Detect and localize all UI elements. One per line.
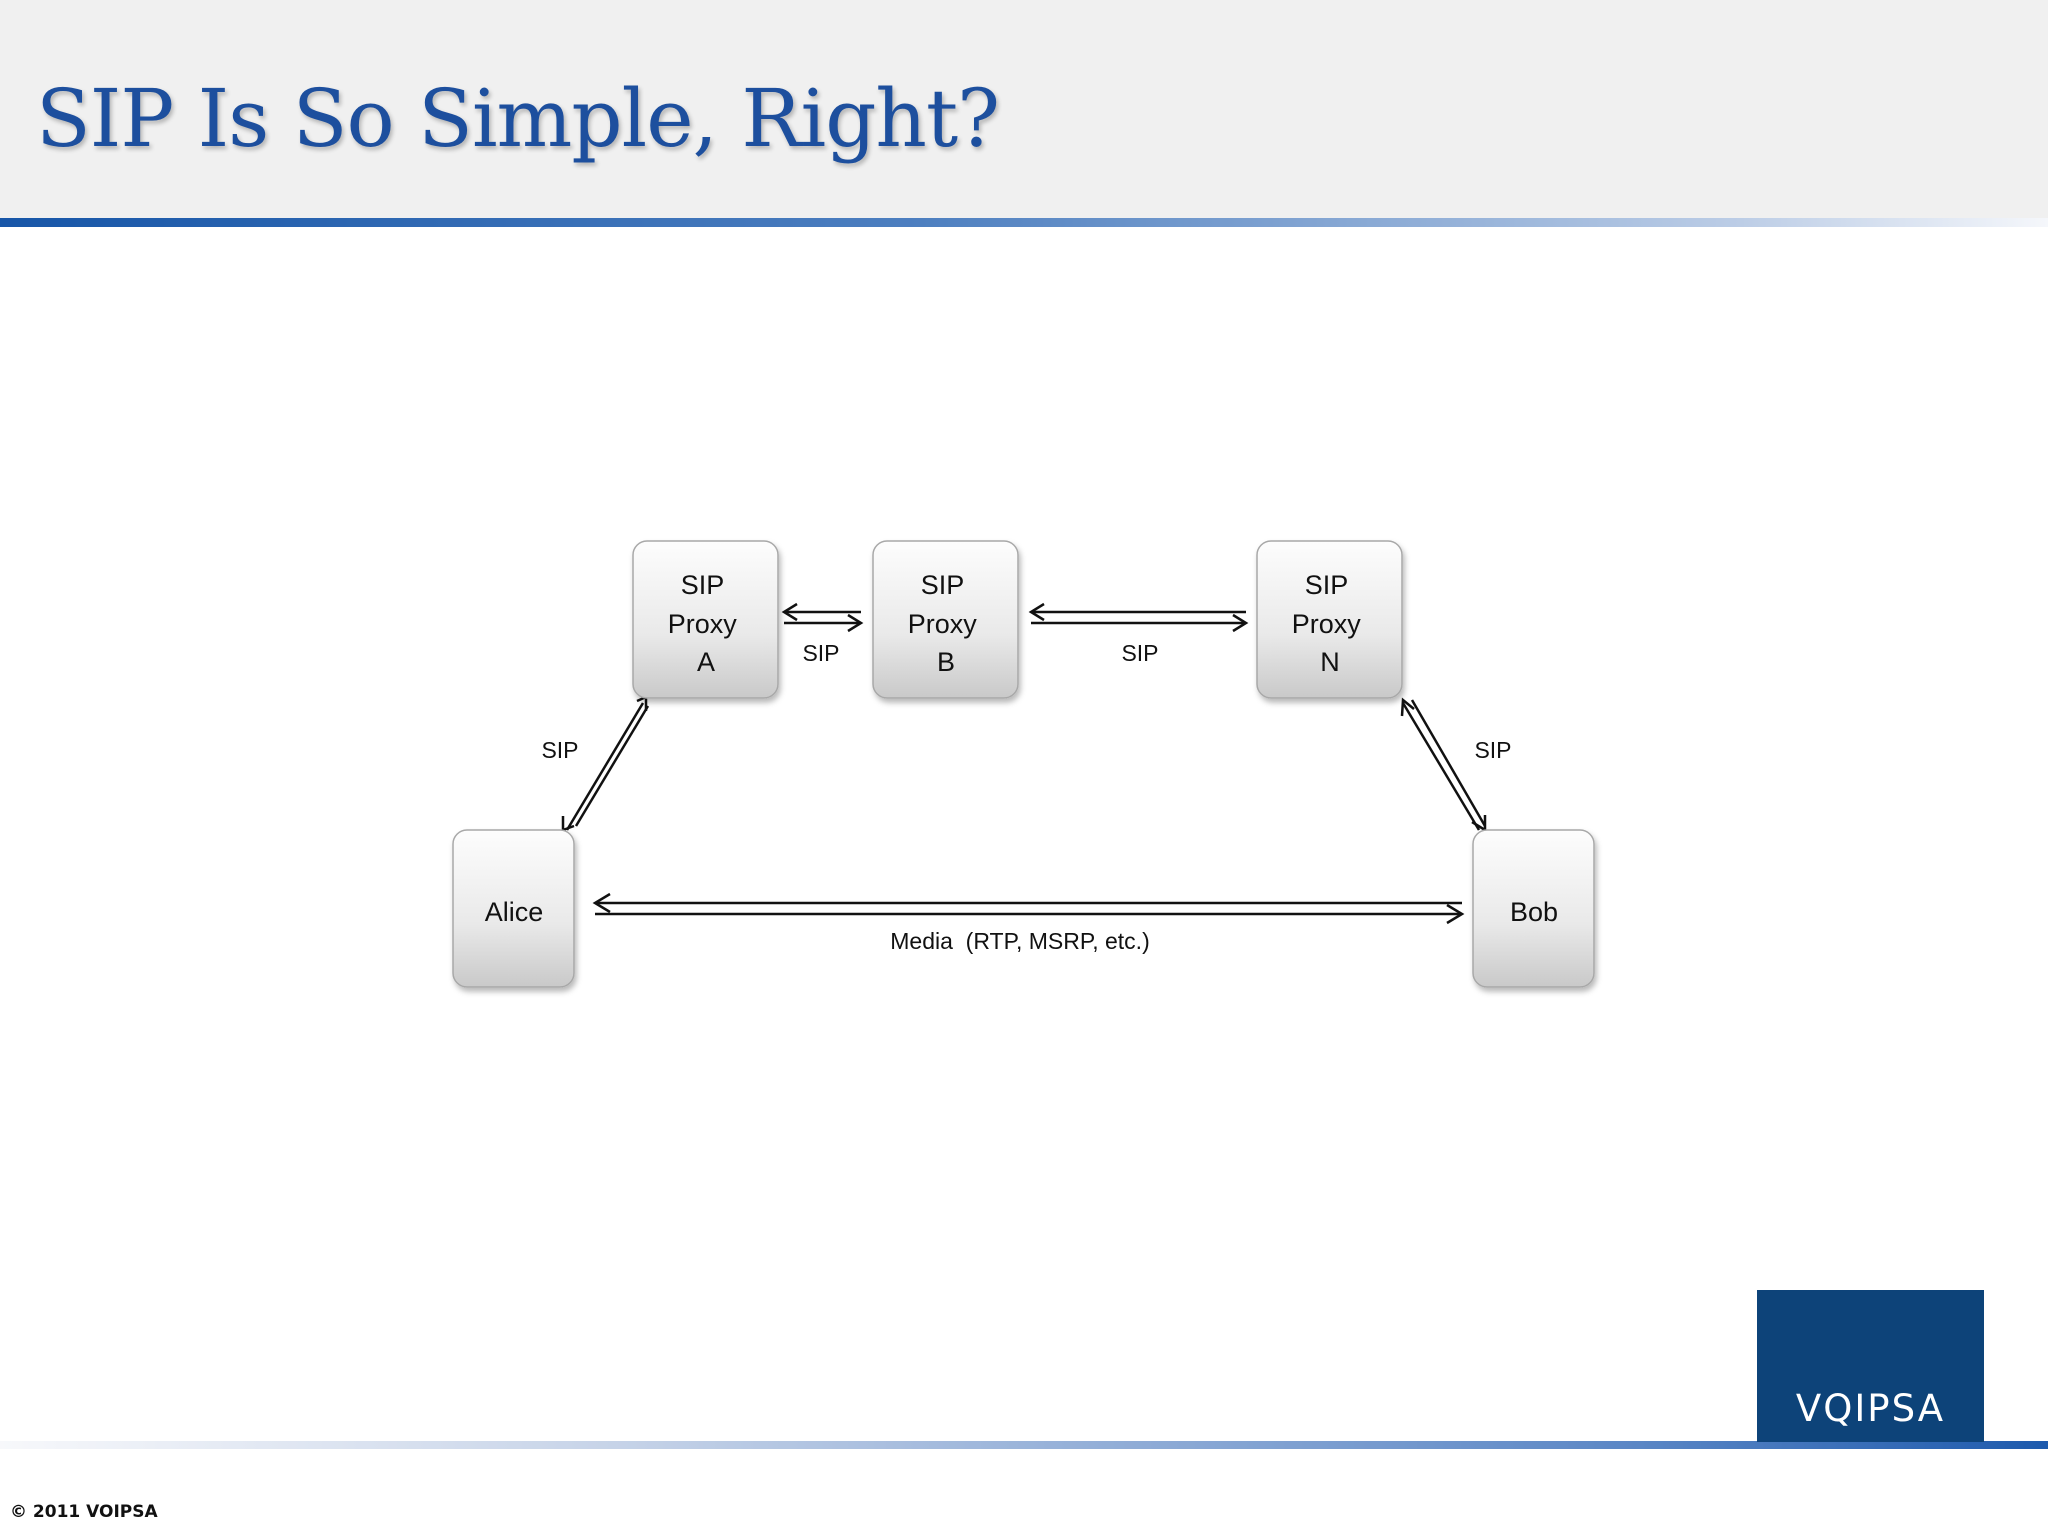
node-label-line: SIP bbox=[681, 570, 724, 600]
edge-label-alice-proxy-a: SIP bbox=[541, 737, 578, 763]
svg-text:SIP Proxy B: SIP Proxy B bbox=[908, 570, 985, 677]
edge-label-alice-bob-media: Media (RTP, MSRP, etc.) bbox=[890, 928, 1149, 954]
node-label-alice: Alice bbox=[485, 897, 544, 927]
node-sip-proxy-b: SIP Proxy B bbox=[872, 540, 1019, 699]
top-divider bbox=[0, 218, 2048, 227]
node-label-line: A bbox=[697, 647, 715, 677]
svg-text:SIP Proxy A: SIP Proxy A bbox=[668, 570, 745, 677]
node-label-line: N bbox=[1320, 647, 1340, 677]
node-label-line: SIP bbox=[1305, 570, 1348, 600]
copyright-notice: © 2011 VOIPSA bbox=[10, 1502, 158, 1522]
voipsa-logo: VQIPSA bbox=[1757, 1290, 1984, 1442]
bottom-divider bbox=[0, 1441, 2048, 1449]
edge-proxy-a-proxy-b bbox=[781, 602, 864, 633]
node-label-line: B bbox=[937, 647, 955, 677]
node-label-bob: Bob bbox=[1510, 897, 1558, 927]
edge-proxy-n-bob bbox=[1400, 697, 1487, 833]
node-label-line: Proxy bbox=[1292, 609, 1362, 639]
edge-proxy-b-proxy-n bbox=[1028, 602, 1249, 633]
edge-alice-proxy-a bbox=[561, 695, 650, 832]
node-label-line: Proxy bbox=[668, 609, 738, 639]
edge-label-proxy-n-bob: SIP bbox=[1474, 737, 1511, 763]
edge-label-proxy-b-proxy-n: SIP bbox=[1121, 640, 1158, 666]
node-bob: Bob bbox=[1472, 829, 1595, 988]
header-band: SIP Is So Simple, Right? bbox=[0, 0, 2048, 218]
node-label-line: Proxy bbox=[908, 609, 978, 639]
node-sip-proxy-n: SIP Proxy N bbox=[1256, 540, 1403, 699]
node-sip-proxy-a: SIP Proxy A bbox=[632, 540, 779, 699]
slide-title: SIP Is So Simple, Right? bbox=[36, 72, 1000, 165]
svg-text:SIP Proxy N: SIP Proxy N bbox=[1292, 570, 1369, 677]
logo-text: VQIPSA bbox=[1795, 1387, 1946, 1430]
node-label-line: SIP bbox=[921, 570, 964, 600]
node-alice: Alice bbox=[452, 829, 575, 988]
edge-label-proxy-a-proxy-b: SIP bbox=[802, 640, 839, 666]
edge-alice-bob-media bbox=[592, 892, 1465, 925]
